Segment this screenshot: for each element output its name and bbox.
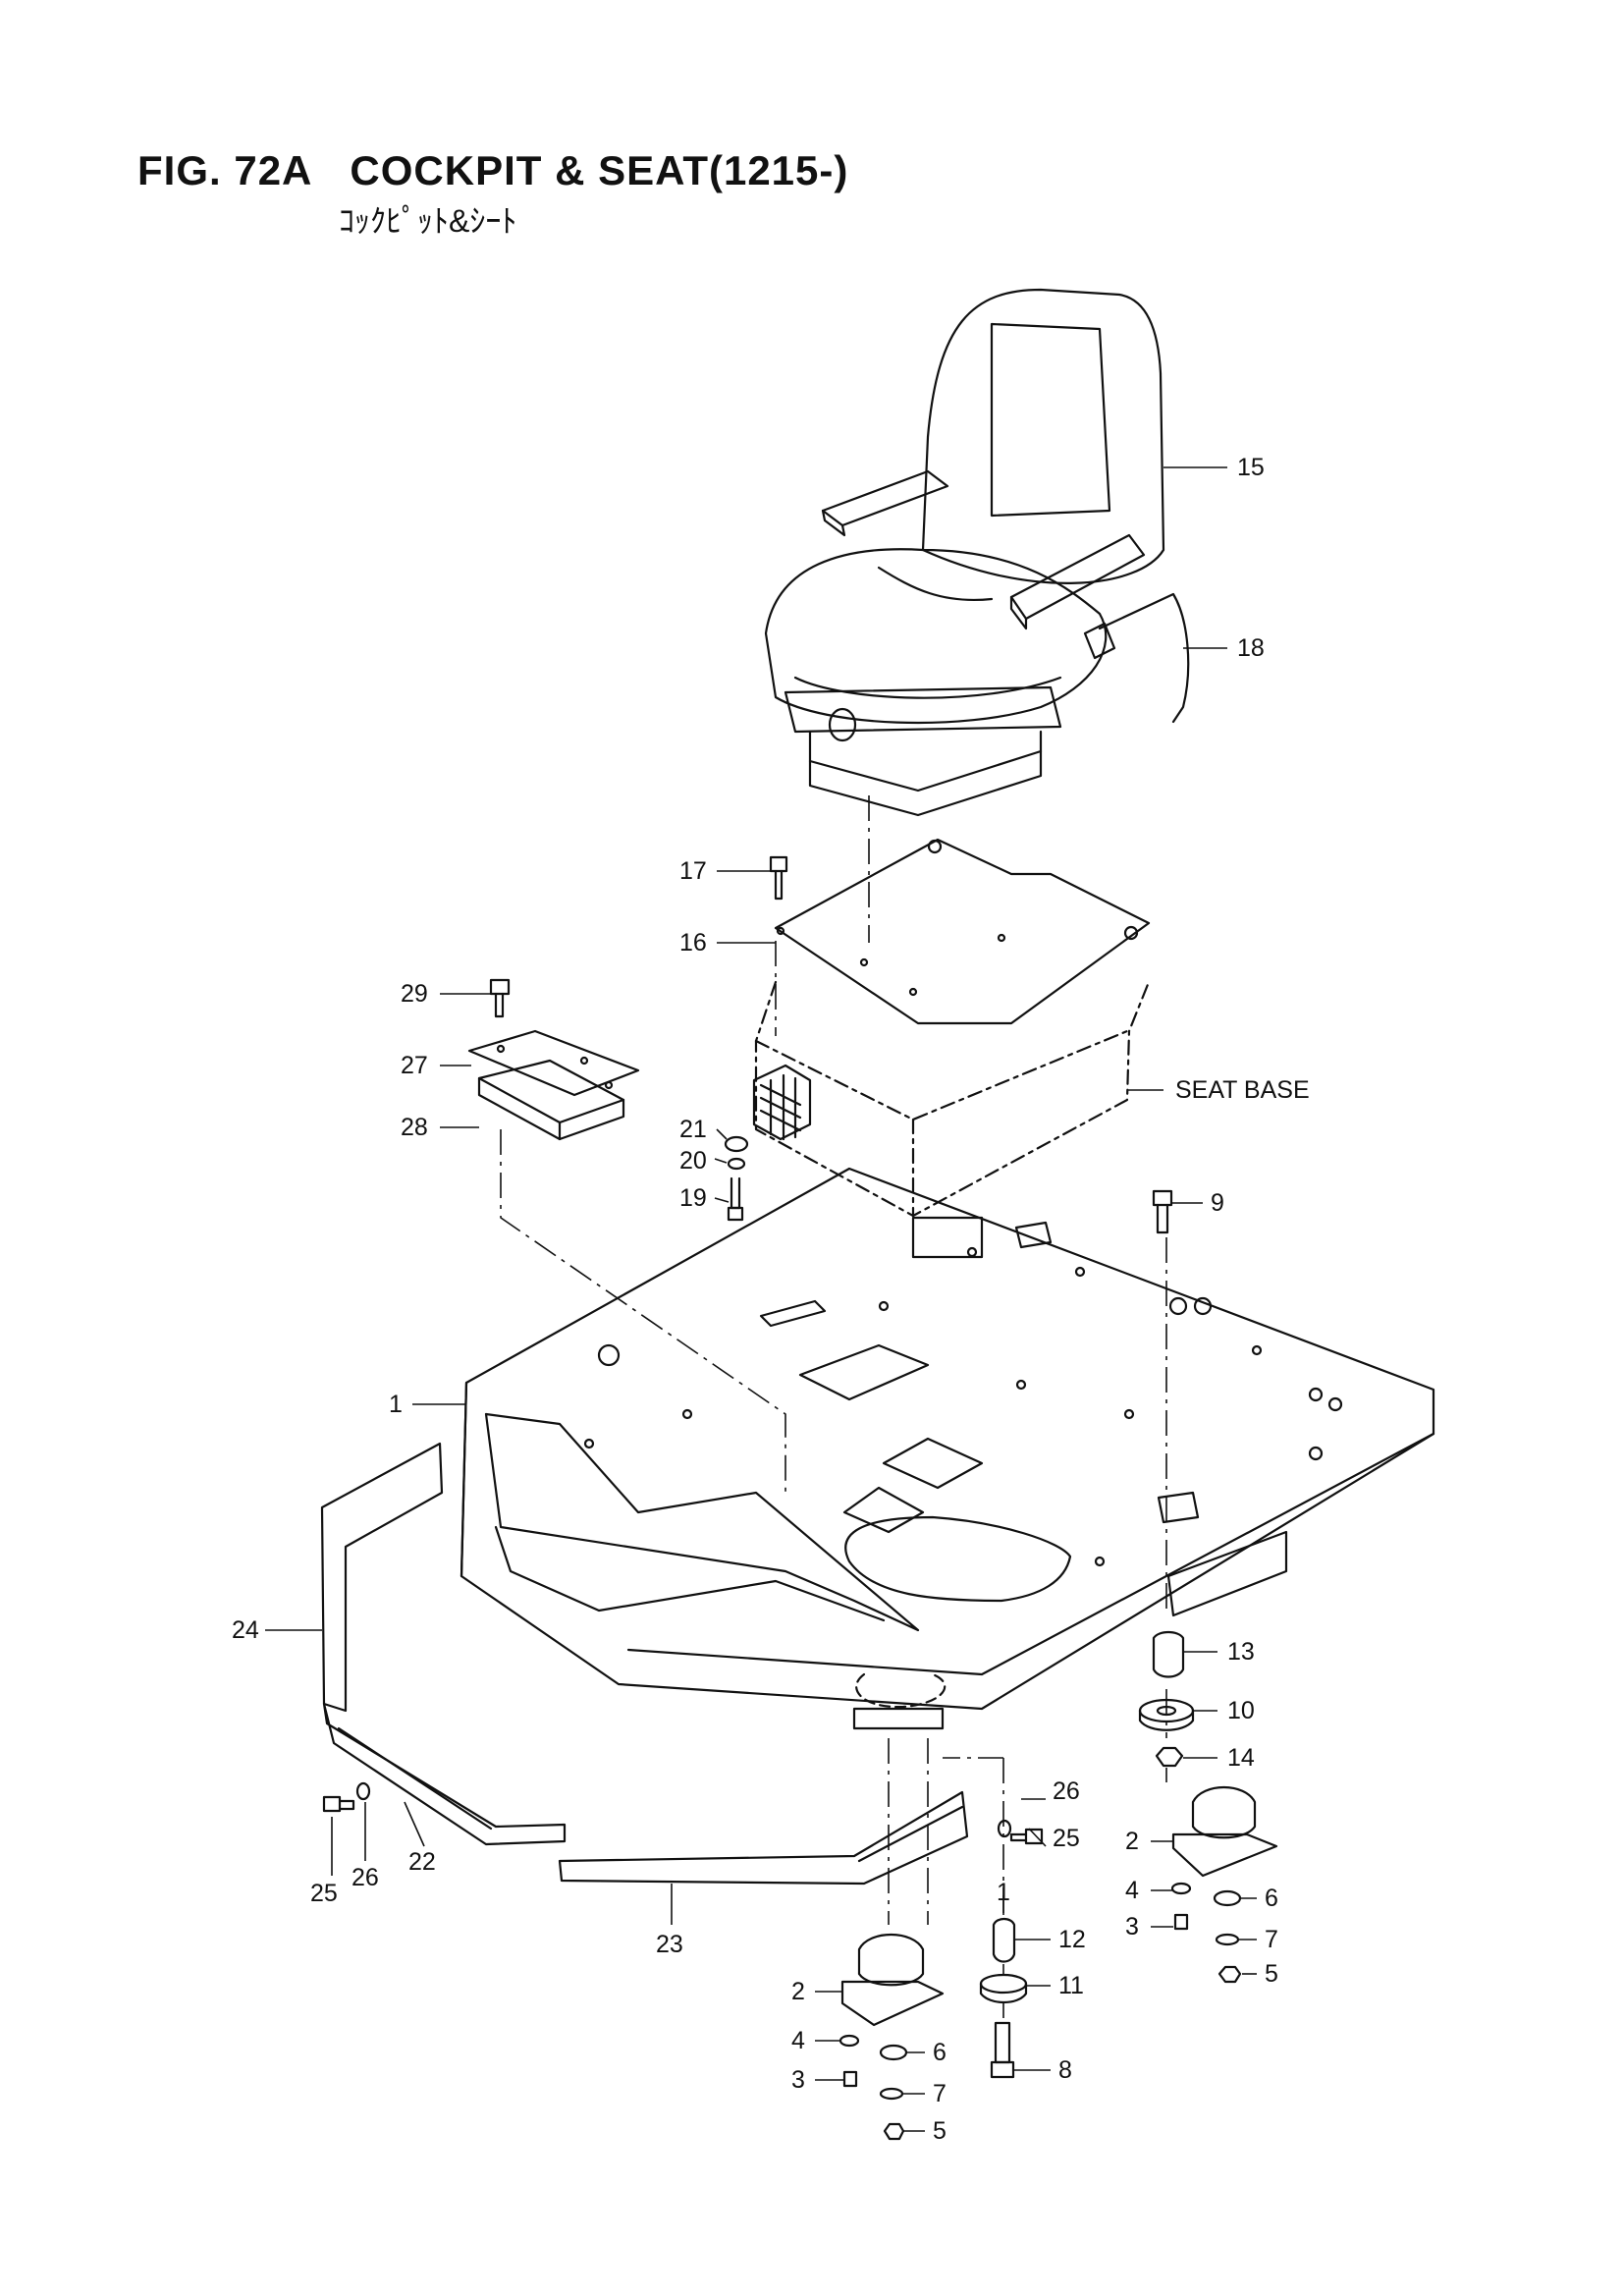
bolt-part-17 (769, 855, 788, 901)
washer-part-11 (979, 1973, 1028, 2004)
callout-19: 19 (679, 1184, 707, 1212)
callout-26-right: 26 (1053, 1777, 1080, 1805)
callout-25-right: 25 (1053, 1825, 1080, 1852)
alignment-lines (500, 795, 1167, 2018)
bolt-part-25-right (1009, 1828, 1044, 1845)
bolt-part-25-left (322, 1795, 355, 1813)
callout-21: 21 (679, 1116, 707, 1143)
callout-18: 18 (1237, 634, 1265, 662)
callout-22: 22 (408, 1848, 436, 1876)
collar-part-13 (1152, 1630, 1185, 1678)
callout-9: 9 (1211, 1189, 1224, 1217)
bolt-part-9 (1152, 1189, 1173, 1234)
callout-5-right: 5 (1265, 1960, 1278, 1988)
callout-27: 27 (401, 1052, 428, 1079)
callout-7-right: 7 (1265, 1926, 1278, 1953)
callout-4-left: 4 (791, 2027, 805, 2054)
callout-3-right: 3 (1125, 1913, 1139, 1941)
collar-part-12 (992, 1917, 1016, 1963)
figure-subtitle-jp: ｺｯｸﾋﾟｯﾄ&ｼｰﾄ (339, 203, 517, 239)
callout-7-left: 7 (933, 2080, 947, 2107)
figure-title: FIG. 72A COCKPIT & SEAT(1215-) (137, 147, 848, 194)
bolt-part-29 (489, 978, 511, 1018)
callout-14: 14 (1227, 1744, 1255, 1772)
stay-part-23 (558, 1790, 969, 1886)
callout-6-right: 6 (1265, 1885, 1278, 1912)
callout-2-right: 2 (1125, 1828, 1139, 1855)
seat-plate-part-16 (774, 838, 1151, 1025)
callout-16: 16 (679, 929, 707, 957)
callout-2-left: 2 (791, 1978, 805, 2005)
callout-5-left: 5 (933, 2117, 947, 2145)
callout-3-left: 3 (791, 2066, 805, 2094)
callout-25-left: 25 (310, 1880, 338, 1907)
callout-11: 11 (1058, 1972, 1084, 1999)
callout-labels: 15 18 17 16 29 27 28 21 20 19 SEAT BASE … (232, 454, 1310, 2145)
board-part-28 (477, 1059, 625, 1141)
callout-8: 8 (1058, 2056, 1072, 2084)
callout-13: 13 (1227, 1638, 1255, 1666)
leader-lines (265, 466, 1257, 2132)
callout-26-left: 26 (352, 1864, 379, 1891)
board-part-27 (467, 1029, 640, 1097)
callout-28: 28 (401, 1114, 428, 1141)
seat-base-grille (752, 1064, 812, 1141)
callout-6-left: 6 (933, 2039, 947, 2066)
callout-4-right: 4 (1125, 1877, 1139, 1904)
washer-part-21 (724, 1135, 749, 1153)
mount-part-2-left (840, 1933, 945, 2027)
callout-15: 15 (1237, 454, 1265, 481)
callout-17: 17 (679, 857, 707, 885)
seat-part-15 (764, 288, 1190, 817)
floor-plate-part-1 (460, 1167, 1435, 1711)
seat-base-outline (754, 980, 1151, 1218)
mount-part-2-right (1171, 1785, 1278, 1878)
figure-number: FIG. 72A (137, 147, 313, 193)
callout-20: 20 (679, 1147, 707, 1175)
callout-12: 12 (1058, 1926, 1086, 1953)
callout-10: 10 (1227, 1697, 1255, 1724)
nut-part-14 (1155, 1746, 1184, 1768)
washer-part-20 (727, 1157, 746, 1171)
callout-1-top: 1 (389, 1391, 403, 1418)
callout-seat-base: SEAT BASE (1175, 1076, 1310, 1104)
figure-name: COCKPIT & SEAT(1215-) (350, 147, 849, 193)
stay-part-24-22 (320, 1442, 567, 1846)
callout-24: 24 (232, 1616, 259, 1644)
callout-23: 23 (656, 1931, 683, 1958)
callout-1-bottom: 1 (997, 1879, 1010, 1906)
bolt-part-8 (990, 2021, 1015, 2079)
bolt-part-19 (727, 1176, 744, 1222)
callout-29: 29 (401, 980, 428, 1008)
